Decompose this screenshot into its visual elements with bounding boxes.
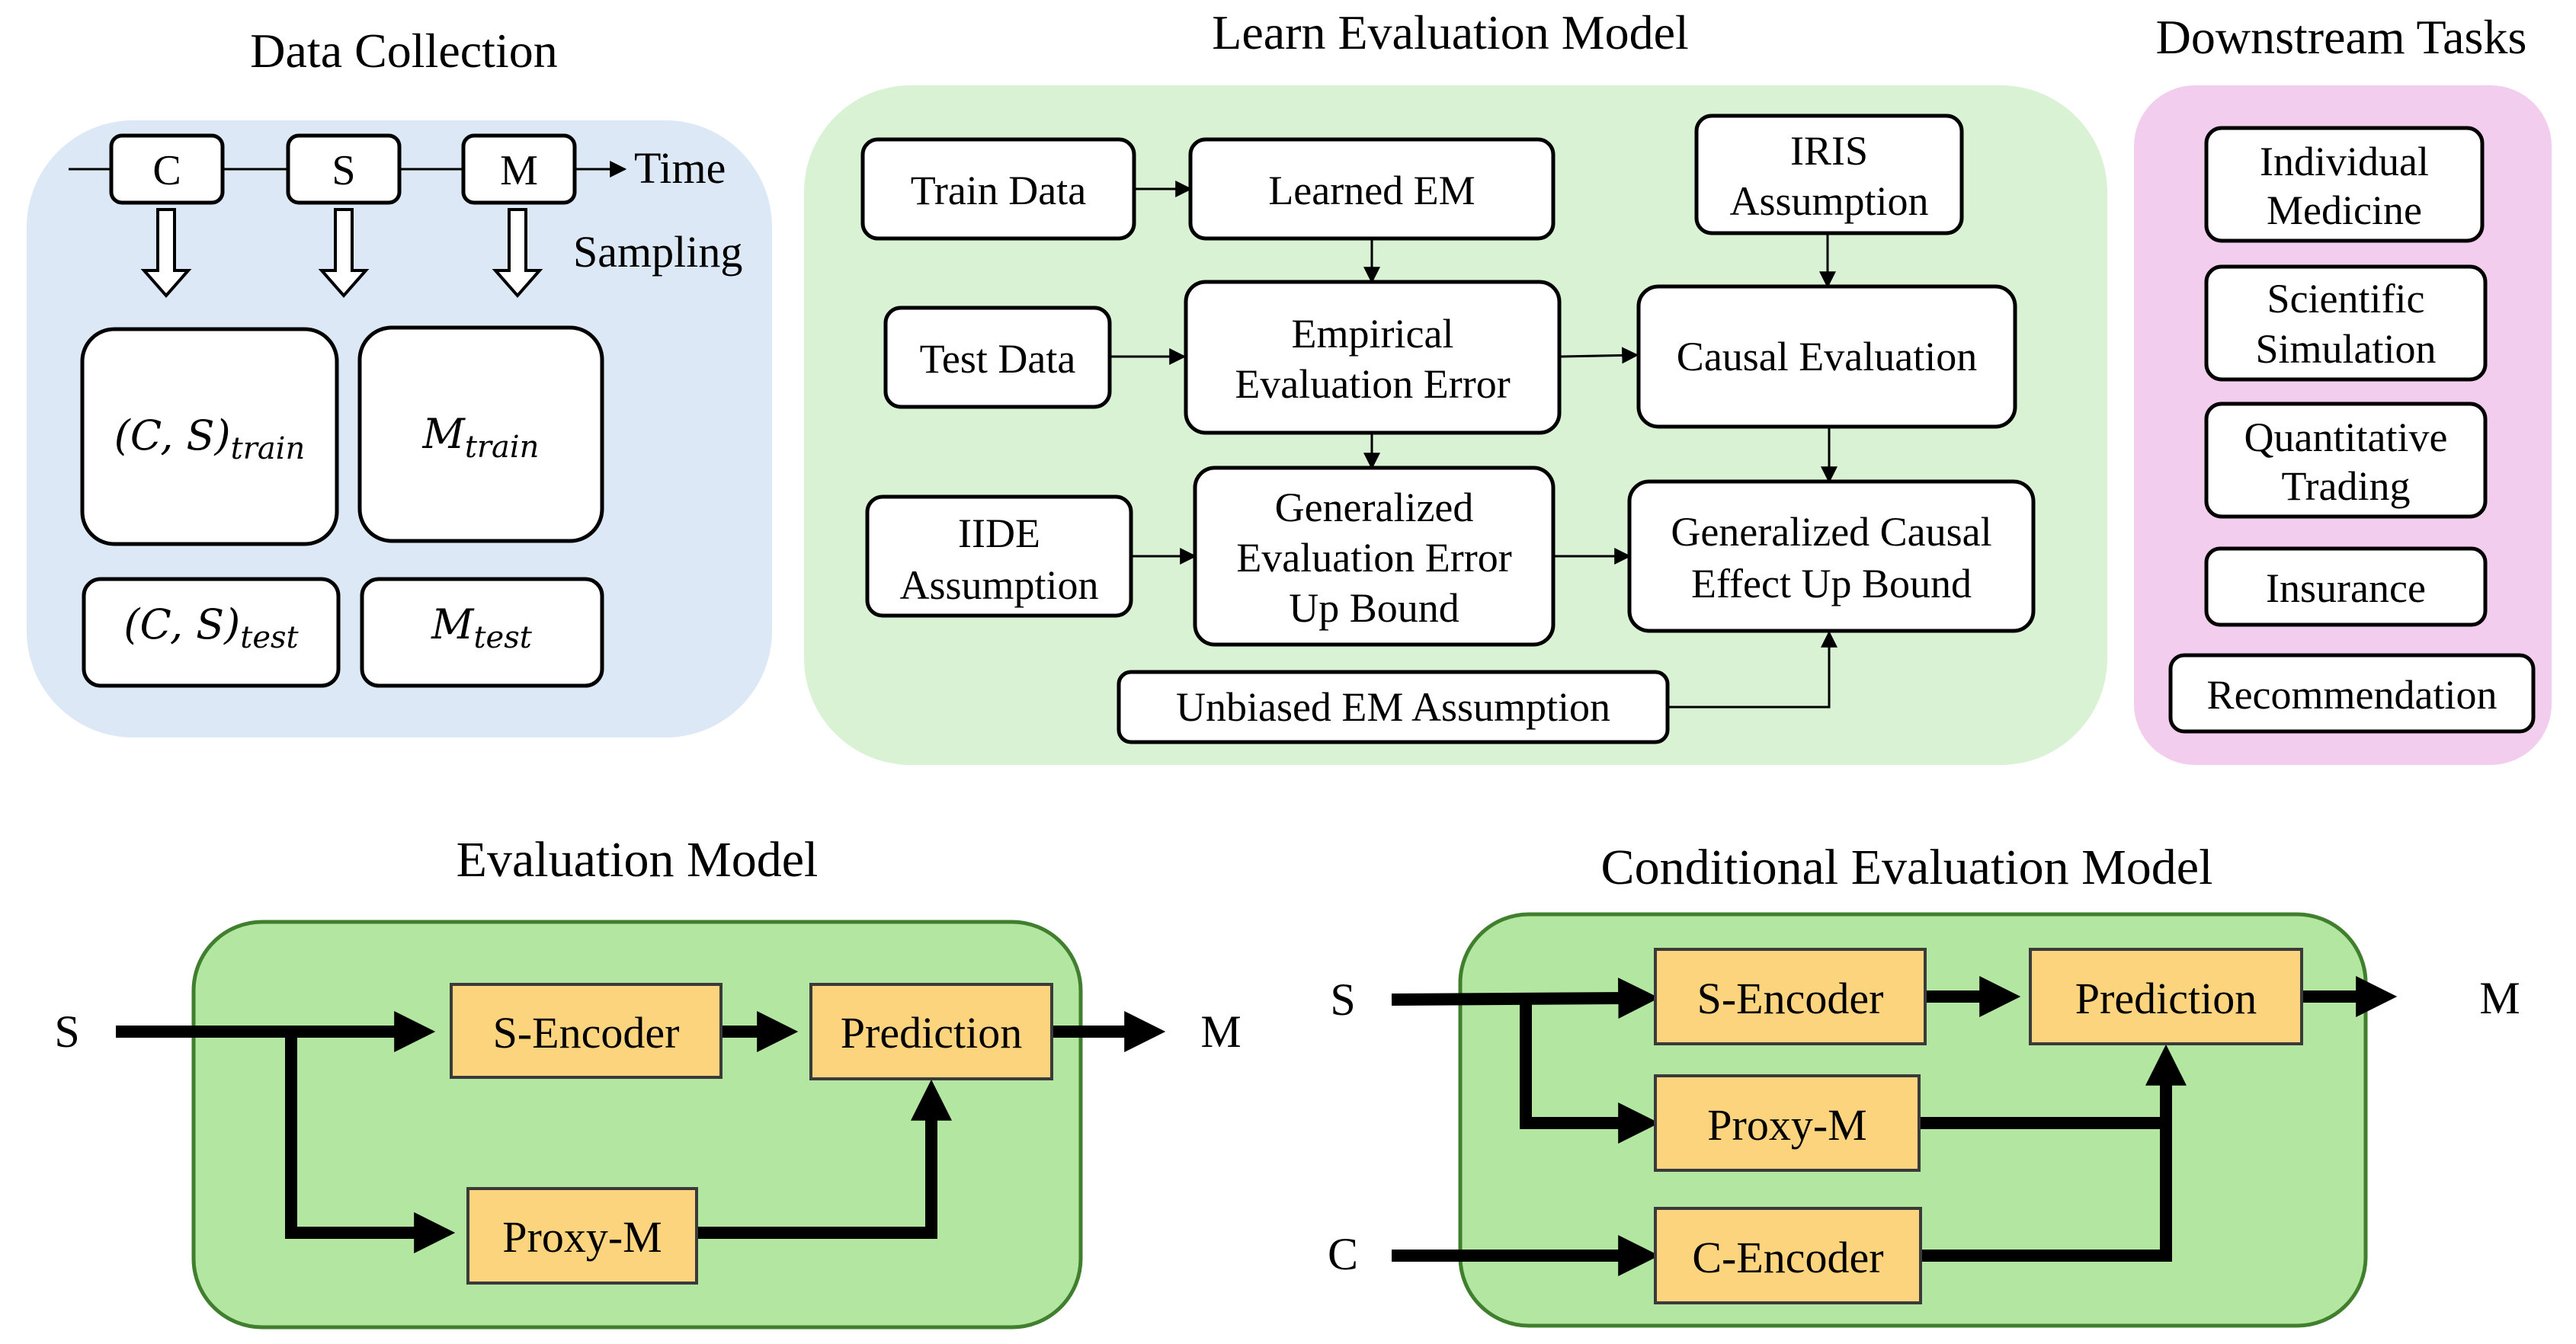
svg-text:Quantitative: Quantitative (2244, 414, 2448, 460)
svg-text:Medicine: Medicine (2267, 187, 2422, 233)
svg-text:Trading: Trading (2281, 463, 2410, 509)
svg-text:Scientific: Scientific (2267, 276, 2425, 322)
em-prediction-box: Prediction (809, 983, 1053, 1080)
svg-text:S-Encoder: S-Encoder (493, 1008, 680, 1058)
svg-text:(C, S)train: (C, S)train (114, 411, 305, 466)
svg-text:Simulation: Simulation (2255, 326, 2436, 372)
svg-text:Empirical: Empirical (1292, 311, 1454, 357)
em-output-m: M (1200, 1006, 1241, 1057)
cem-input-s: S (1330, 974, 1355, 1025)
task-recommendation: Recommendation (2168, 653, 2536, 734)
svg-text:Causal Evaluation: Causal Evaluation (1677, 334, 1977, 379)
svg-text:C: C (152, 147, 181, 194)
causal-evaluation-box: Causal Evaluation (1636, 284, 2017, 429)
svg-text:Individual: Individual (2260, 139, 2429, 184)
svg-text:Prediction: Prediction (841, 1008, 1022, 1058)
em-proxy-m-box: Proxy-M (466, 1187, 698, 1285)
svg-text:Proxy-M: Proxy-M (502, 1212, 662, 1262)
downstream-title: Downstream Tasks (2156, 10, 2527, 64)
cem-output-m: M (2479, 973, 2520, 1023)
svg-text:Recommendation: Recommendation (2207, 672, 2498, 718)
data-collection-title: Data Collection (250, 24, 557, 78)
svg-text:Evaluation Error: Evaluation Error (1236, 535, 1511, 581)
svg-text:Mtrain: Mtrain (422, 410, 540, 465)
train-data-box: Train Data (860, 137, 1136, 241)
test-data-box: Test Data (883, 306, 1112, 409)
data-collection-section: Data Collection C S M Time Sampling (C, … (27, 24, 772, 738)
evaluation-model-section: Evaluation Model S M S-Encoder Predictio… (54, 832, 1242, 1330)
svg-text:Up Bound: Up Bound (1289, 585, 1459, 631)
iris-assumption-box: IRIS Assumption (1694, 114, 1964, 235)
svg-text:Proxy-M: Proxy-M (1707, 1100, 1866, 1150)
svg-text:S: S (332, 147, 355, 194)
sampling-label: Sampling (573, 227, 742, 277)
learned-em-box: Learned EM (1188, 137, 1556, 241)
svg-text:Insurance: Insurance (2266, 565, 2426, 611)
timeline-node-m: M (461, 133, 577, 205)
svg-text:Generalized Causal: Generalized Causal (1671, 509, 1991, 555)
cem-s-encoder-box: S-Encoder (1654, 948, 1927, 1045)
learn-em-section: Learn Evaluation Model Train Data Learne… (804, 5, 2107, 765)
svg-text:Effect Up Bound: Effect Up Bound (1691, 561, 1972, 606)
downstream-section: Downstream Tasks Individual Medicine Sci… (2134, 10, 2552, 765)
unbiased-em-box: Unbiased EM Assumption (1117, 670, 1670, 744)
timeline-node-c: C (109, 133, 225, 205)
svg-text:Assumption: Assumption (899, 562, 1098, 608)
conditional-model-section: Conditional Evaluation Model S C M S-Enc… (1328, 840, 2520, 1328)
task-insurance: Insurance (2204, 546, 2488, 627)
train-m-box: Mtrain (357, 325, 604, 543)
svg-text:Train Data: Train Data (911, 168, 1087, 213)
task-individual-medicine: Individual Medicine (2204, 126, 2485, 243)
test-m-box: Mtest (360, 577, 604, 688)
svg-text:Assumption: Assumption (1729, 178, 1928, 224)
svg-text:Unbiased EM Assumption: Unbiased EM Assumption (1176, 684, 1610, 730)
cem-c-encoder-box: C-Encoder (1654, 1207, 1922, 1304)
svg-text:Test Data: Test Data (920, 336, 1076, 382)
svg-text:M: M (500, 147, 538, 194)
svg-text:Learned EM: Learned EM (1268, 168, 1475, 213)
cem-prediction-box: Prediction (2029, 948, 2303, 1045)
train-cs-box: (C, S)train (80, 327, 339, 546)
em-input-s: S (54, 1006, 79, 1057)
svg-text:Evaluation Error: Evaluation Error (1235, 361, 1510, 407)
conditional-model-title: Conditional Evaluation Model (1601, 840, 2213, 895)
cem-proxy-m-box: Proxy-M (1654, 1074, 1921, 1172)
iide-assumption-box: IIDE Assumption (865, 494, 1133, 618)
generalized-error-box: Generalized Evaluation Error Up Bound (1193, 466, 1556, 647)
learn-em-title: Learn Evaluation Model (1212, 5, 1689, 59)
test-cs-box: (C, S)test (82, 577, 341, 688)
evaluation-model-title: Evaluation Model (457, 832, 819, 888)
svg-text:IIDE: IIDE (958, 510, 1040, 556)
sampling-arrow-m (492, 208, 543, 299)
svg-text:Generalized: Generalized (1275, 485, 1474, 530)
sampling-arrow-c (140, 208, 192, 299)
svg-text:IRIS: IRIS (1790, 128, 1868, 174)
svg-text:Mtest: Mtest (431, 600, 533, 655)
task-quantitative-trading: Quantitative Trading (2204, 402, 2488, 519)
task-scientific-simulation: Scientific Simulation (2204, 264, 2488, 382)
cem-input-c: C (1328, 1229, 1358, 1279)
time-label: Time (634, 143, 726, 193)
em-s-encoder-box: S-Encoder (450, 983, 722, 1079)
svg-text:(C, S)test: (C, S)test (123, 600, 299, 655)
svg-text:S-Encoder: S-Encoder (1697, 974, 1884, 1023)
generalized-causal-box: Generalized Causal Effect Up Bound (1627, 479, 2036, 633)
svg-text:Prediction: Prediction (2075, 974, 2257, 1023)
empirical-error-box: Empirical Evaluation Error (1184, 280, 1562, 435)
sampling-arrow-s (318, 208, 370, 299)
timeline-node-s: S (286, 133, 402, 205)
svg-text:C-Encoder: C-Encoder (1692, 1233, 1883, 1282)
